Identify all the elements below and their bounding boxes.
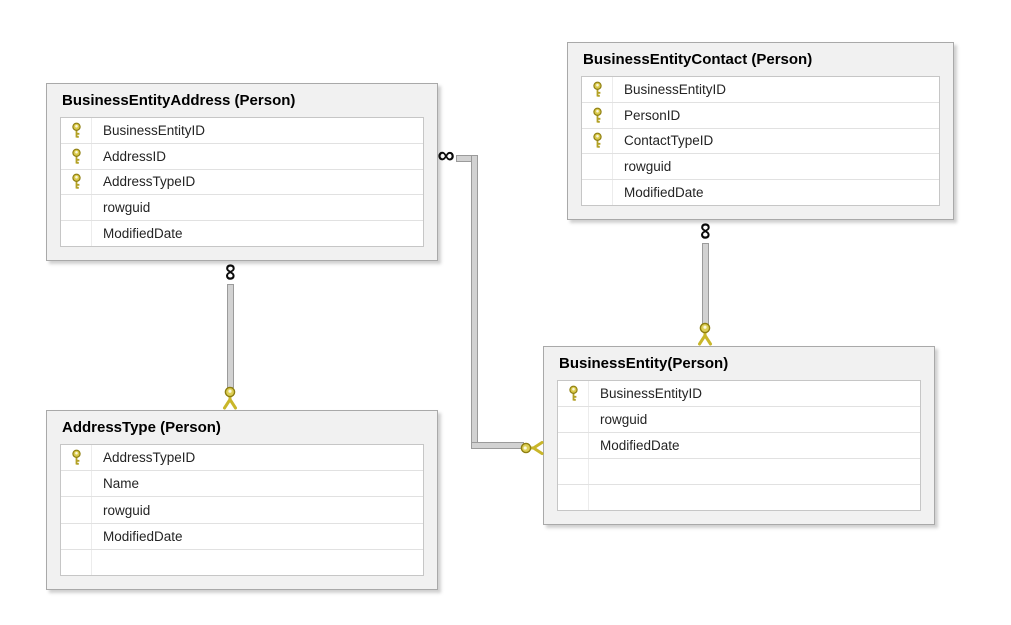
icon-cell-empty xyxy=(61,523,92,549)
table-businessentitycontact[interactable]: BusinessEntityContact (Person) BusinessE… xyxy=(567,42,954,220)
many-cardinality-symbol: ∞ xyxy=(437,142,455,169)
relationship-line-segment[interactable] xyxy=(227,284,234,388)
key-cardinality-icon xyxy=(520,439,544,457)
column-name: AddressTypeID xyxy=(103,174,196,190)
key-cardinality-icon xyxy=(221,386,239,410)
table-row[interactable] xyxy=(558,459,920,485)
table-row[interactable]: PersonID xyxy=(582,102,939,129)
table-rows: BusinessEntityID AddressID AddressTypeID ro… xyxy=(60,117,424,247)
many-cardinality-symbol: ∞ xyxy=(692,222,720,240)
primary-key-icon xyxy=(558,381,589,406)
primary-key-icon xyxy=(61,169,92,195)
table-row[interactable]: Name xyxy=(61,471,423,498)
key-cardinality-icon xyxy=(696,322,714,346)
primary-key-icon xyxy=(61,118,92,143)
primary-key-icon xyxy=(582,102,613,128)
table-row[interactable]: rowguid xyxy=(61,195,423,222)
icon-cell-empty xyxy=(558,433,589,458)
table-row[interactable]: BusinessEntityID xyxy=(582,77,939,103)
table-title: BusinessEntity(Person) xyxy=(559,355,729,372)
table-rows: BusinessEntityID PersonID ContactTypeID row… xyxy=(581,76,940,206)
table-row[interactable]: BusinessEntityID xyxy=(61,118,423,144)
table-businessentity[interactable]: BusinessEntity(Person) BusinessEntityID r… xyxy=(543,346,935,525)
table-businessentityaddress[interactable]: BusinessEntityAddress (Person) BusinessE… xyxy=(46,83,438,261)
column-name: rowguid xyxy=(103,200,151,216)
icon-cell-empty xyxy=(582,154,613,180)
column-name: PersonID xyxy=(624,107,681,123)
many-cardinality-symbol: ∞ xyxy=(217,263,245,281)
primary-key-icon xyxy=(61,143,92,169)
relationship-line-segment[interactable] xyxy=(471,155,478,449)
column-name xyxy=(589,459,600,484)
table-row[interactable]: rowguid xyxy=(558,407,920,433)
column-name: BusinessEntityID xyxy=(624,81,727,97)
table-row[interactable]: rowguid xyxy=(582,154,939,181)
column-name: ModifiedDate xyxy=(624,185,704,201)
table-row[interactable]: ModifiedDate xyxy=(61,221,423,246)
primary-key-icon xyxy=(61,445,92,471)
table-row[interactable]: AddressTypeID xyxy=(61,169,423,196)
icon-cell-empty xyxy=(61,221,92,246)
column-name xyxy=(92,550,103,575)
column-name: rowguid xyxy=(103,502,151,518)
table-row[interactable]: AddressTypeID xyxy=(61,445,423,472)
table-row[interactable]: ModifiedDate xyxy=(582,180,939,205)
table-row[interactable]: ModifiedDate xyxy=(558,433,920,459)
column-name: rowguid xyxy=(600,412,648,427)
icon-cell-empty xyxy=(582,180,613,205)
table-row[interactable]: AddressID xyxy=(61,143,423,170)
table-row[interactable]: rowguid xyxy=(61,497,423,524)
column-name: Name xyxy=(103,476,140,492)
icon-cell-empty xyxy=(558,407,589,432)
relationship-line-segment[interactable] xyxy=(702,243,709,325)
column-name: ModifiedDate xyxy=(600,438,680,453)
table-title: AddressType (Person) xyxy=(62,419,221,436)
table-row[interactable] xyxy=(558,485,920,510)
table-row[interactable] xyxy=(61,549,423,576)
icon-cell-empty xyxy=(558,459,589,484)
table-addresstype[interactable]: AddressType (Person) AddressTypeID Name ro… xyxy=(46,410,438,590)
table-row[interactable]: ContactTypeID xyxy=(582,128,939,155)
icon-cell-empty xyxy=(558,485,589,510)
primary-key-icon xyxy=(582,77,613,102)
column-name: ModifiedDate xyxy=(103,226,183,242)
icon-cell-empty xyxy=(61,195,92,221)
primary-key-icon xyxy=(582,128,613,154)
icon-cell-empty xyxy=(61,471,92,497)
column-name: BusinessEntityID xyxy=(600,386,703,401)
column-name: ContactTypeID xyxy=(624,133,714,149)
icon-cell-empty xyxy=(61,497,92,523)
table-row[interactable]: BusinessEntityID xyxy=(558,381,920,407)
column-name xyxy=(589,485,600,510)
relationship-line-segment[interactable] xyxy=(471,442,524,449)
column-name: ModifiedDate xyxy=(103,528,183,544)
table-title: BusinessEntityAddress (Person) xyxy=(62,92,296,109)
table-title: BusinessEntityContact (Person) xyxy=(583,51,813,68)
column-name: rowguid xyxy=(624,159,672,175)
column-name: AddressTypeID xyxy=(103,450,196,466)
column-name: BusinessEntityID xyxy=(103,122,206,138)
column-name: AddressID xyxy=(103,148,167,164)
table-row[interactable]: ModifiedDate xyxy=(61,523,423,550)
icon-cell-empty xyxy=(61,549,92,576)
